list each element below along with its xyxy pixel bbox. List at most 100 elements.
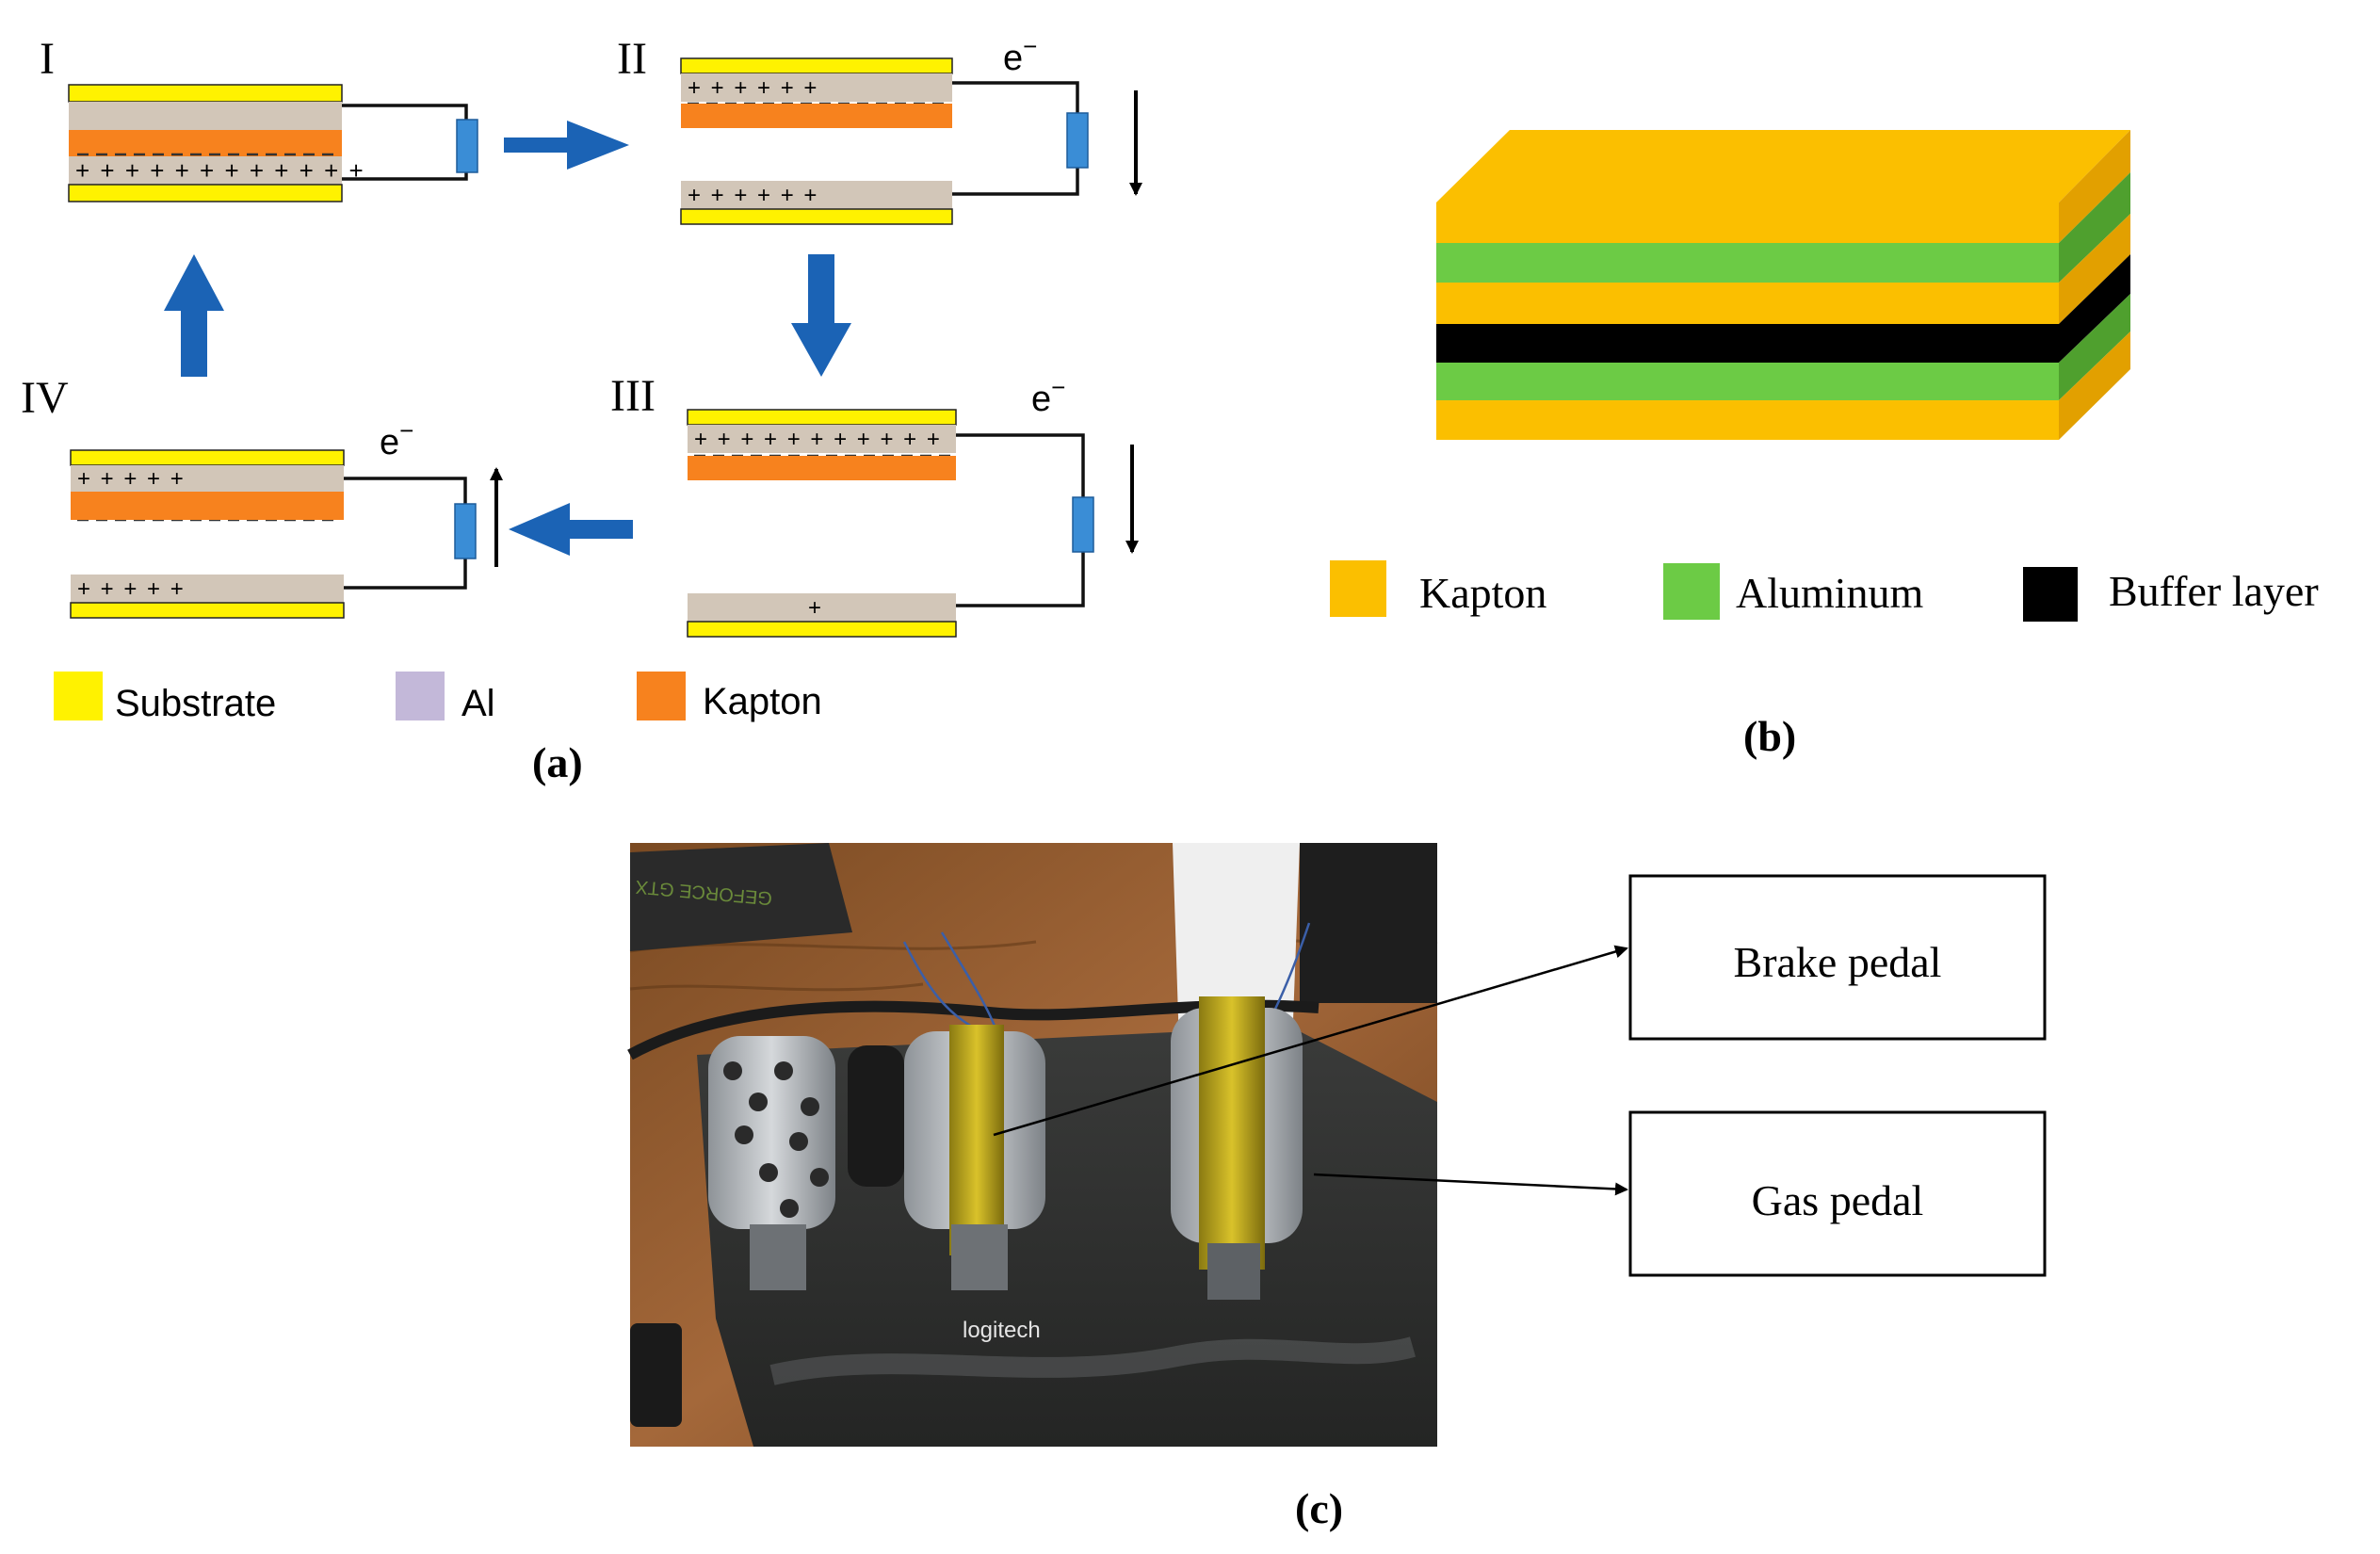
panel-caption-c: (c) bbox=[1295, 1484, 1343, 1532]
panel-a: I + + + + + + + + + + + + II + + + + + + bbox=[21, 32, 1142, 786]
legend-swatch-substrate bbox=[54, 672, 103, 720]
substrate-layer bbox=[68, 84, 343, 103]
kapton-layer bbox=[69, 130, 342, 156]
legend-swatch-al bbox=[396, 672, 445, 720]
substrate-layer bbox=[70, 602, 345, 619]
photo-dark-region bbox=[1300, 843, 1437, 1003]
stack-side-kapton bbox=[2059, 214, 2130, 324]
mat-dust bbox=[769, 1336, 1417, 1385]
resistor bbox=[1066, 112, 1089, 169]
electron-label: e− bbox=[1031, 373, 1065, 419]
stage-i: I + + + + + + + + + + + + bbox=[40, 34, 478, 202]
panel-caption-b: (b) bbox=[1743, 712, 1796, 760]
legend-label-kapton: Kapton bbox=[703, 681, 822, 722]
flow-arrow-left bbox=[509, 503, 633, 556]
legend-swatch-aluminum bbox=[1663, 563, 1720, 620]
legend-label-buffer: Buffer layer bbox=[2109, 567, 2319, 615]
aluminum-layer bbox=[71, 465, 344, 492]
stage-iv: IV + + + + + + + + + + e− bbox=[21, 373, 503, 619]
substrate-layer bbox=[687, 621, 957, 638]
electron-label: e− bbox=[1003, 32, 1037, 78]
flow-arrow-down bbox=[791, 254, 851, 377]
stack-side-aluminum bbox=[2059, 172, 2130, 283]
aluminum-layer bbox=[681, 73, 952, 102]
kapton-tape-sensor bbox=[949, 1025, 1004, 1255]
stage-numeral-iv: IV bbox=[21, 373, 69, 423]
flow-arrow-right bbox=[504, 121, 629, 170]
kapton-layer bbox=[688, 456, 956, 480]
white-pole bbox=[1173, 843, 1300, 1045]
positive-charges: + + + + + bbox=[77, 466, 186, 492]
substrate-layer bbox=[687, 409, 957, 426]
aluminum-layer bbox=[688, 425, 956, 453]
circuit-wire bbox=[344, 477, 467, 590]
stack-side-buffer bbox=[2059, 254, 2130, 363]
resistor bbox=[1072, 496, 1094, 553]
resistor bbox=[454, 503, 477, 559]
stage-numeral-ii: II bbox=[617, 34, 647, 84]
stage-ii: II + + + + + + + + + + + + e− bbox=[617, 32, 1142, 225]
positive-charges: + + + + + + bbox=[688, 75, 818, 101]
legend-label-al: Al bbox=[461, 683, 495, 724]
kapton-layer bbox=[681, 104, 952, 128]
stack-side-kapton bbox=[2059, 332, 2130, 440]
legend-label-aluminum: Aluminum bbox=[1736, 569, 1924, 617]
callout-line-brake bbox=[993, 945, 1628, 1137]
gpu-box bbox=[630, 843, 852, 951]
stack-side-aluminum bbox=[2059, 294, 2130, 400]
photo-foreground-object bbox=[630, 1323, 682, 1427]
layer-kapton bbox=[1436, 283, 2059, 324]
legend-label-substrate: Substrate bbox=[115, 683, 276, 724]
pedal-photo: GEFORCE GTX logitech bbox=[627, 843, 1438, 1447]
photo-brand-logo: logitech bbox=[963, 1318, 1041, 1343]
substrate-layer bbox=[680, 208, 953, 225]
positive-charges: + + + + + + + + + + + + bbox=[75, 156, 365, 185]
aluminum-layer bbox=[69, 102, 342, 130]
kapton-tape-sensor bbox=[1199, 996, 1265, 1270]
legend-swatch-kapton bbox=[1330, 560, 1386, 617]
callout-label-brake: Brake pedal bbox=[1734, 938, 1942, 986]
left-pedal bbox=[708, 1036, 835, 1229]
aluminum-layer bbox=[69, 156, 342, 185]
pedal-arm bbox=[1207, 1243, 1260, 1300]
legend-swatch-kapton bbox=[637, 672, 686, 720]
callout-box-brake bbox=[1628, 874, 2047, 1041]
stage-numeral-i: I bbox=[40, 34, 55, 84]
positive-charges: + + + + + + + + + + + bbox=[694, 427, 942, 452]
callout-label-gas: Gas pedal bbox=[1752, 1176, 1924, 1224]
legend-label-kapton: Kapton bbox=[1419, 569, 1546, 617]
layer-aluminum bbox=[1436, 363, 2059, 400]
aluminum-layer bbox=[71, 575, 344, 603]
pedal-holes bbox=[723, 1061, 829, 1218]
legend-a: Substrate Al Kapton bbox=[54, 672, 822, 724]
sensor-wires bbox=[902, 922, 1396, 1217]
stack-top-face bbox=[1436, 130, 2130, 202]
circuit-wire bbox=[956, 433, 1085, 607]
legend-swatch-buffer bbox=[2023, 567, 2078, 622]
positive-charges: + + + + + bbox=[77, 576, 186, 602]
stage-iii: III + + + + + + + + + + + + e− bbox=[610, 371, 1139, 638]
flow-arrow-up bbox=[164, 254, 224, 377]
positive-charges: + bbox=[808, 595, 821, 621]
substrate-layer bbox=[680, 57, 953, 74]
kapton-layer bbox=[71, 492, 344, 520]
positive-charges: + + + + + + bbox=[688, 183, 818, 208]
pedal-arm bbox=[750, 1224, 806, 1290]
aluminum-layer bbox=[681, 181, 952, 209]
resistor bbox=[456, 119, 478, 173]
electron-label: e− bbox=[380, 416, 413, 462]
layer-kapton bbox=[1436, 202, 2059, 243]
callout-line-gas bbox=[1313, 1173, 1628, 1196]
substrate-layer bbox=[68, 184, 343, 202]
layer-aluminum bbox=[1436, 243, 2059, 283]
panel-caption-a: (a) bbox=[532, 738, 583, 786]
layer-buffer bbox=[1436, 324, 2059, 363]
pedal-arm bbox=[951, 1224, 1008, 1290]
aluminum-layer bbox=[688, 593, 956, 622]
circuit-wire bbox=[952, 81, 1079, 196]
pedal-mount bbox=[848, 1045, 904, 1187]
substrate-layer bbox=[70, 449, 345, 466]
panel-c: GEFORCE GTX logitech bbox=[627, 843, 2047, 1532]
layer-kapton bbox=[1436, 400, 2059, 440]
